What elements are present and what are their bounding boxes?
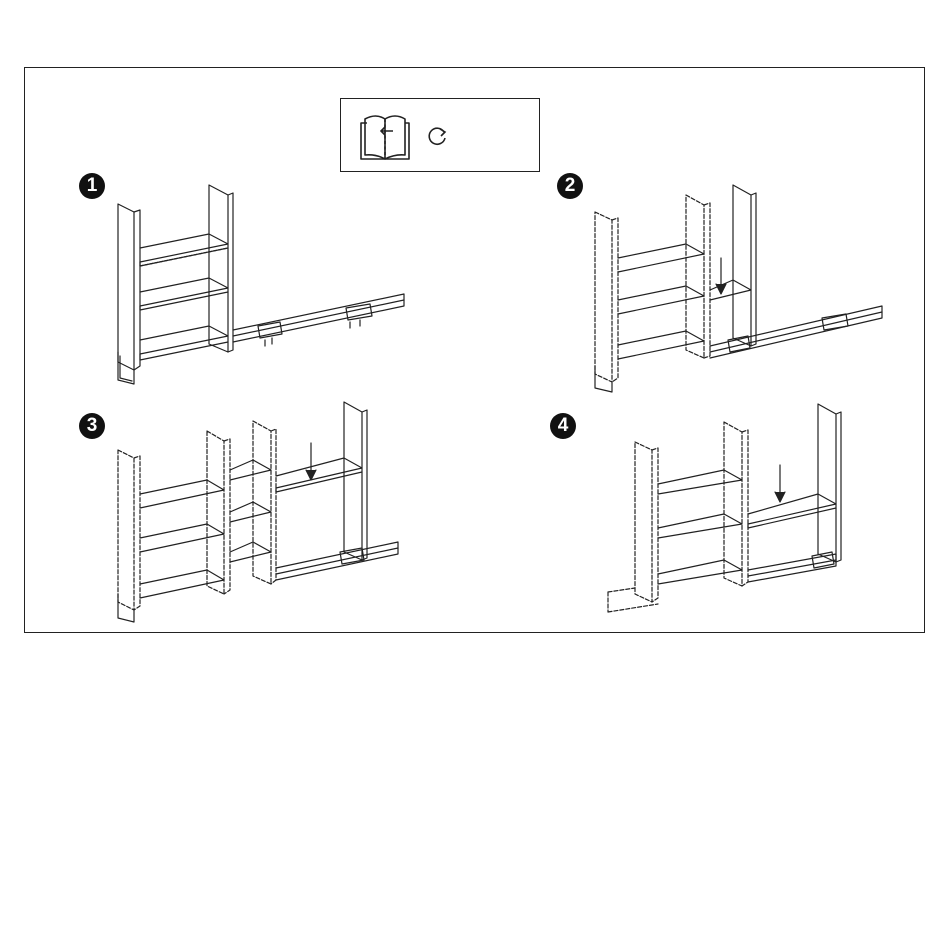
step-2-illustration bbox=[595, 185, 882, 392]
step-3-illustration bbox=[118, 402, 398, 622]
step-4-illustration bbox=[608, 404, 841, 612]
step-1-illustration bbox=[118, 185, 404, 384]
